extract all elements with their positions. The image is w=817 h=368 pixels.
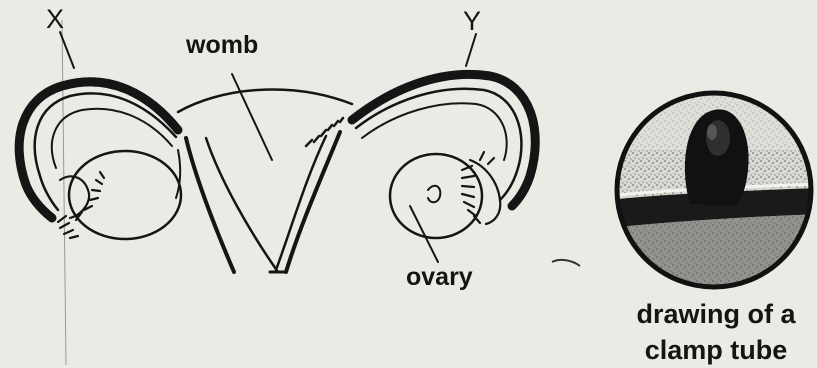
caption-line-2: clamp tube: [616, 332, 816, 368]
clamp-tube-inset: [610, 90, 817, 300]
label-ovary: ovary: [406, 265, 473, 290]
label-x: X: [46, 6, 64, 33]
label-y: Y: [463, 8, 481, 35]
uterus-outline: [19, 32, 535, 272]
stray-mark: [552, 260, 580, 266]
clamp-tube-caption: drawing of a clamp tube: [616, 296, 816, 368]
guide-line: [62, 20, 66, 365]
label-womb: womb: [186, 33, 258, 58]
caption-line-1: drawing of a: [616, 296, 816, 332]
